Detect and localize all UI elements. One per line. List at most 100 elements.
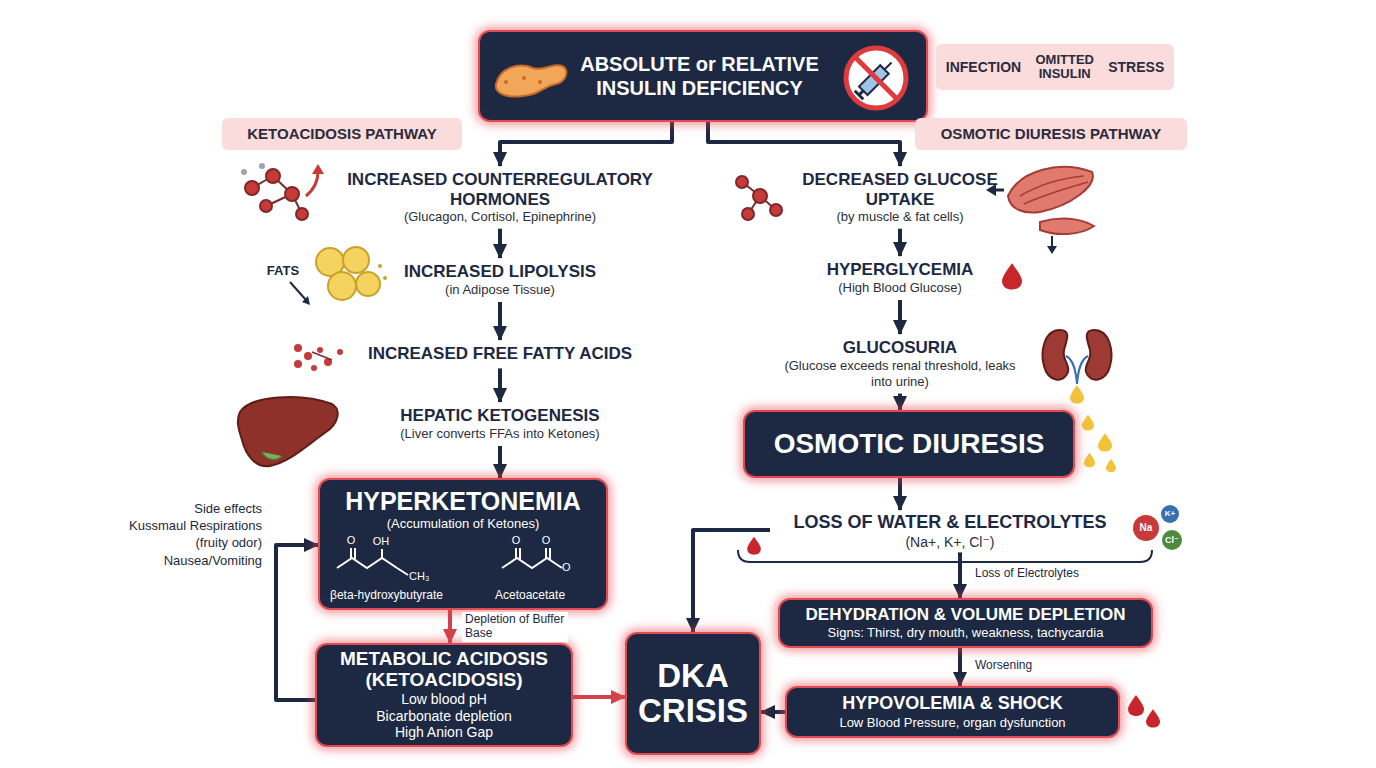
node-heading: INFECTION (946, 59, 1021, 76)
node-detail: βeta-hydroxybutyrate (330, 588, 443, 602)
process-step: GLUCOSURIA(Glucose exceeds renal thresho… (775, 334, 1025, 394)
flow-arrow (498, 368, 502, 402)
process-step: INCREASED LIPOLYSIS(in Adipose Tissue) (340, 258, 660, 302)
node-heading: HYPOVOLEMIA & SHOCK (842, 693, 1062, 715)
top-icons (480, 32, 926, 120)
note-text: Nausea/Vomiting (164, 554, 262, 567)
pathway-label: KETOACIDOSIS PATHWAY (222, 118, 462, 150)
node-heading: INCREASED COUNTERREGULATORY HORMONES (346, 170, 654, 209)
node-detail: (Na+, K+, Cl⁻) (905, 534, 994, 551)
flow-arrow (498, 229, 502, 258)
trigger-box: INFECTION OMITTED INSULIN STRESS (936, 44, 1174, 90)
flow-arrow (498, 302, 502, 340)
fats-arrow (290, 282, 306, 300)
flow-arrow (958, 552, 962, 598)
node-heading: INCREASED LIPOLYSIS (404, 262, 596, 282)
blood-drop (1002, 263, 1022, 289)
edge-label: Loss of Electrolytes (972, 566, 1082, 582)
flow-arrow (500, 122, 672, 166)
root-cause-box: ABSOLUTE or RELATIVE INSULIN DEFICIENCY (478, 30, 928, 122)
crisis-box: DKA CRISIS (625, 632, 761, 755)
node-detail: STRESS (1108, 59, 1164, 76)
node-detail: (by muscle & fat cells) (836, 209, 963, 225)
node-heading: HYPERGLYCEMIA (827, 260, 974, 280)
node-heading: OSMOTIC DIURESIS (774, 427, 1045, 461)
liver (238, 397, 338, 466)
node-heading: METABOLIC ACIDOSIS (KETOACIDOSIS) (326, 649, 562, 691)
atom-label: OH (373, 536, 390, 547)
atom-label: CH₃ (409, 571, 429, 582)
process-step: HYPERGLYCEMIA(High Blood Glucose) (780, 256, 1020, 300)
electrolyte-icons (1133, 505, 1182, 550)
flow-arrow (898, 394, 902, 410)
node-heading: DKA CRISIS (633, 659, 753, 728)
ion-label: K+ (1165, 510, 1175, 518)
node-heading: INCREASED FREE FATTY ACIDS (368, 344, 632, 364)
blood-drop (747, 537, 761, 555)
node-detail: (Accumulation of Ketones) (387, 516, 539, 532)
node-heading: ABSOLUTE or RELATIVE INSULIN DEFICIENCY (568, 52, 831, 100)
muscle-icon (1008, 167, 1094, 234)
flow-arrow (708, 122, 900, 166)
node-heading: KETOACIDOSIS PATHWAY (247, 125, 436, 143)
node-detail: Signs: Thirst, dry mouth, weakness, tach… (828, 625, 1104, 641)
flow-arrow (693, 530, 770, 632)
flow-arrow (898, 229, 902, 256)
blood-drops (1128, 695, 1160, 728)
hormone-molecule (241, 163, 308, 220)
process-step: DECREASED GLUCOSE UPTAKE(by muscle & fat… (780, 166, 1020, 229)
node-detail: Low blood pH Bicarbonate depletion High … (364, 691, 524, 741)
node-detail: (Liver converts FFAs into Ketones) (400, 426, 599, 442)
atom-label: O (542, 535, 551, 546)
node-detail: (High Blood Glucose) (838, 280, 962, 296)
process-step: LOSS OF WATER & ELECTROLYTES(Na+, K+, Cl… (770, 510, 1130, 552)
bracket (738, 550, 1152, 562)
flow-arrow (498, 446, 502, 478)
atom-label: O (347, 535, 356, 546)
key-state-box: METABOLIC ACIDOSIS (KETOACIDOSIS)Low blo… (315, 643, 573, 747)
key-state-box: HYPERKETONEMIA(Accumulation of Ketones) β… (318, 478, 608, 610)
flow-arrow (761, 710, 785, 714)
node-detail: (Glucagon, Cortisol, Epinephrine) (404, 209, 596, 225)
flow-arrow (276, 545, 318, 700)
atom-label: O (512, 535, 521, 546)
note-text: Side effects (194, 502, 262, 515)
state-box: HYPOVOLEMIA & SHOCKLow Blood Pressure, o… (785, 686, 1120, 738)
node-detail: (Glucose exceeds renal threshold, leaks … (781, 358, 1019, 389)
flow-arrow (898, 300, 902, 334)
key-state-box: OSMOTIC DIURESIS (743, 410, 1075, 478)
node-heading: GLUCOSURIA (843, 338, 957, 358)
node-heading: HEPATIC KETOGENESIS (400, 406, 599, 426)
process-step: HEPATIC KETOGENESIS(Liver converts FFAs … (340, 402, 660, 446)
icon-label: FATS (267, 264, 299, 277)
increase-arrow (306, 172, 318, 196)
flow-arrow (958, 648, 962, 686)
node-detail: (in Adipose Tissue) (445, 282, 555, 298)
node-detail: Low Blood Pressure, organ dysfunction (839, 715, 1065, 731)
node-heading: DEHYDRATION & VOLUME DEPLETION (806, 605, 1126, 625)
node-heading: HYPERKETONEMIA (345, 486, 581, 516)
glucose-molecule (736, 176, 782, 220)
node-detail: Acetoacetate (495, 588, 565, 602)
flow-arrow (573, 695, 625, 699)
fat-cells (316, 247, 387, 300)
process-step: INCREASED FREE FATTY ACIDS (340, 340, 660, 368)
flow-arrow (898, 478, 902, 510)
node-detail: OMITTED INSULIN (1029, 53, 1101, 82)
node-heading: LOSS OF WATER & ELECTROLYTES (793, 512, 1106, 534)
fatty-acid-dots (294, 344, 343, 371)
edge-label: Depletion of Buffer Base (462, 612, 568, 642)
note-text: (fruity odor) (196, 536, 262, 549)
urine-drops (1082, 415, 1116, 472)
pathway-label: OSMOTIC DIURESIS PATHWAY (915, 118, 1187, 150)
kidneys (1043, 330, 1112, 384)
atom-label: O (562, 562, 571, 573)
edge-label: Worsening (972, 658, 1035, 674)
process-step: INCREASED COUNTERREGULATORY HORMONES(Glu… (340, 166, 660, 229)
state-box: DEHYDRATION & VOLUME DEPLETIONSigns: Thi… (778, 598, 1153, 648)
node-heading: DECREASED GLUCOSE UPTAKE (786, 170, 1014, 209)
node-heading: OSMOTIC DIURESIS PATHWAY (941, 125, 1162, 143)
note-text: Kussmaul Respirations (129, 519, 262, 532)
flow-arrow (448, 610, 452, 643)
ion-label: Cl⁻ (1165, 536, 1179, 545)
